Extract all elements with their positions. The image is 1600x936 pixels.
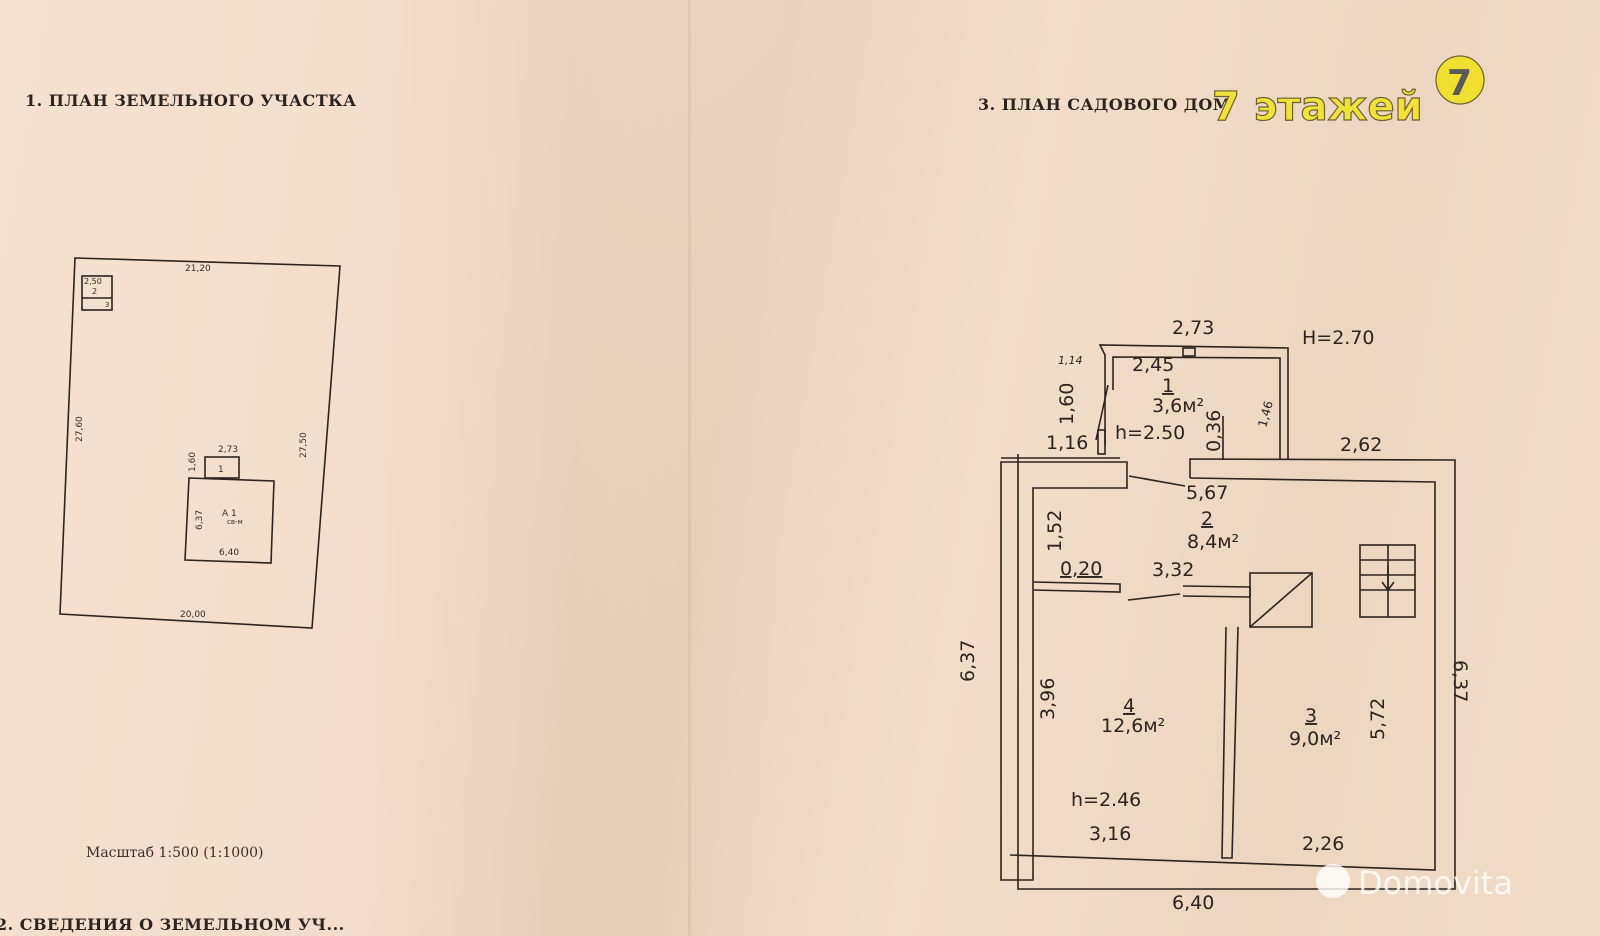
dim-door-left: 1,16 bbox=[1046, 432, 1088, 454]
chimney bbox=[1249, 572, 1313, 628]
annex-depth: 1,60 bbox=[188, 452, 198, 472]
room-3-number: 3 bbox=[1305, 705, 1317, 727]
outbuilding-width: 2,50 bbox=[84, 277, 102, 286]
page-fold bbox=[688, 0, 691, 936]
partition-right bbox=[1182, 585, 1251, 598]
dim-room3-width: 2,26 bbox=[1302, 833, 1344, 855]
site-watermark-text: Domovita bbox=[1358, 864, 1513, 902]
site-logo-icon bbox=[1316, 864, 1350, 898]
room-1-number: 1 bbox=[1162, 375, 1174, 397]
brand-logo-icon bbox=[1435, 55, 1485, 105]
house-sublabel: св-м bbox=[227, 518, 243, 526]
room-2-area: 8,4м² bbox=[1187, 531, 1239, 553]
dim-annex-top: 2,73 bbox=[1172, 317, 1214, 339]
dim-partition-small: 0,20 bbox=[1060, 558, 1102, 580]
brand-watermark-text: 7 этажей bbox=[1212, 84, 1423, 130]
house-label: А 1 bbox=[222, 509, 237, 519]
outbuilding-number-3: 3 bbox=[105, 301, 109, 309]
plot-boundary bbox=[59, 257, 341, 629]
plot-dim-bottom: 20,00 bbox=[180, 610, 206, 620]
annex-number: 1 bbox=[218, 465, 224, 475]
inner-wall bbox=[1009, 477, 1436, 871]
outbuilding bbox=[81, 275, 113, 311]
dim-diag-small: 1,14 bbox=[1058, 354, 1083, 367]
room-4-area: 12,6м² bbox=[1101, 715, 1165, 737]
brand-logo-digit: 7 bbox=[1447, 63, 1472, 104]
annex-inner-wall bbox=[1112, 356, 1281, 460]
site-watermark: Domovita bbox=[1316, 864, 1513, 902]
room-2-number: 2 bbox=[1201, 508, 1213, 530]
house-floor-plan: 2,73 H=2.70 2,45 1,14 1,60 1,46 0,36 1,1… bbox=[957, 317, 1471, 914]
dim-room2-width: 5,67 bbox=[1186, 482, 1228, 504]
partition-vertical bbox=[1221, 626, 1239, 859]
house-width: 6,40 bbox=[219, 548, 239, 558]
dim-annex-inner: 2,45 bbox=[1132, 354, 1174, 376]
dim-room4-width: 3,16 bbox=[1089, 823, 1131, 845]
partition-left bbox=[1032, 581, 1121, 593]
plot-dim-top: 21,20 bbox=[185, 264, 211, 274]
house-annex bbox=[204, 456, 240, 479]
room-4-height: h=2.46 bbox=[1071, 789, 1141, 811]
dim-annex-left: 1,60 bbox=[1056, 383, 1078, 425]
outer-wall bbox=[1017, 454, 1456, 890]
west-wall bbox=[1000, 461, 1128, 881]
dim-room3-depth: 5,72 bbox=[1367, 698, 1389, 740]
height-total: H=2.70 bbox=[1302, 327, 1375, 349]
room-1-area: 3,6м² bbox=[1152, 395, 1204, 417]
annex-width: 2,73 bbox=[218, 445, 238, 455]
annex-outer-wall bbox=[1098, 344, 1289, 460]
room-1-height: h=2.50 bbox=[1115, 422, 1185, 444]
dim-partition: 3,32 bbox=[1152, 559, 1194, 581]
house-depth: 6,37 bbox=[195, 510, 205, 530]
dim-bottom-total: 6,40 bbox=[1172, 892, 1214, 914]
section-2-title: 2. СВЕДЕНИЯ О ЗЕМЕЛЬНОМ УЧ... bbox=[0, 915, 345, 934]
dim-annex-right: 1,46 bbox=[1255, 399, 1275, 428]
dim-annex-post: 0,36 bbox=[1203, 410, 1225, 452]
plot-dim-right: 27,50 bbox=[299, 432, 309, 458]
scale-label: Масштаб 1:500 (1:1000) bbox=[86, 845, 263, 861]
right-title: 3. ПЛАН САДОВОГО ДОМ bbox=[978, 95, 1231, 114]
brand-watermark: 7 этажей 7 bbox=[1211, 55, 1485, 131]
outbuilding-number-2: 2 bbox=[92, 287, 97, 296]
dim-left-total: 6,37 bbox=[957, 640, 979, 682]
photo-shading bbox=[360, 0, 780, 936]
plot-dim-left: 27,60 bbox=[75, 416, 85, 442]
left-title: 1. ПЛАН ЗЕМЕЛЬНОГО УЧАСТКА bbox=[25, 91, 357, 110]
dim-room4-depth: 3,96 bbox=[1037, 678, 1059, 720]
land-plot-plan: 21,20 27,60 27,50 20,00 2,50 2 3 2,73 1,… bbox=[59, 257, 341, 629]
dim-top-right: 2,62 bbox=[1340, 434, 1382, 456]
room-3-area: 9,0м² bbox=[1289, 728, 1341, 750]
dim-room2-depth: 1,52 bbox=[1044, 510, 1066, 552]
room-4-number: 4 bbox=[1123, 695, 1135, 717]
stairs-icon bbox=[1359, 544, 1416, 618]
dim-right-total: 6,37 bbox=[1449, 660, 1471, 702]
house-outline bbox=[184, 477, 275, 564]
